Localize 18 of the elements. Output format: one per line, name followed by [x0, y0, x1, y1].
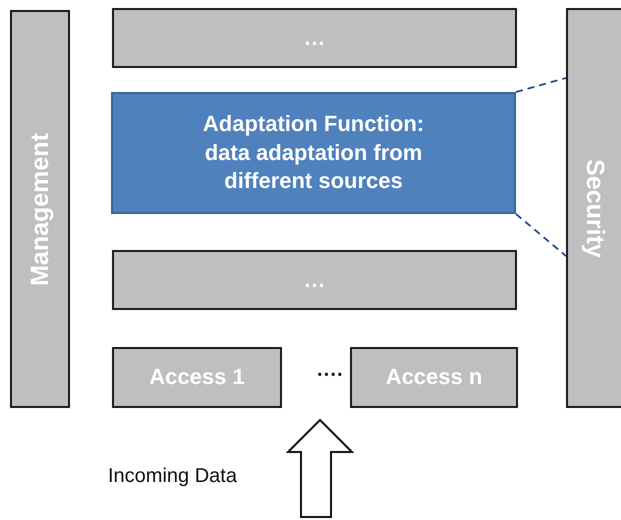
function-box [111, 92, 516, 214]
dashed-line [516, 77, 566, 93]
flow-label: Incoming Data [108, 465, 237, 488]
access-box [112, 347, 282, 408]
side-bar [566, 8, 621, 408]
box-label: Access n [384, 363, 484, 392]
box-label: Adaptation Function: data adaptation from different sources [202, 110, 426, 196]
dashed-line [515, 213, 567, 257]
box-label: … [302, 266, 326, 294]
box-label: … [302, 24, 326, 52]
side-bar [10, 10, 70, 408]
layer-box [112, 8, 517, 68]
box-label: Security [580, 158, 609, 258]
ellipsis-dots: ···· [317, 364, 344, 387]
box-label: Access 1 [148, 363, 246, 392]
box-label: Management [26, 132, 54, 286]
layer-box [112, 250, 517, 310]
access-box [350, 347, 518, 408]
